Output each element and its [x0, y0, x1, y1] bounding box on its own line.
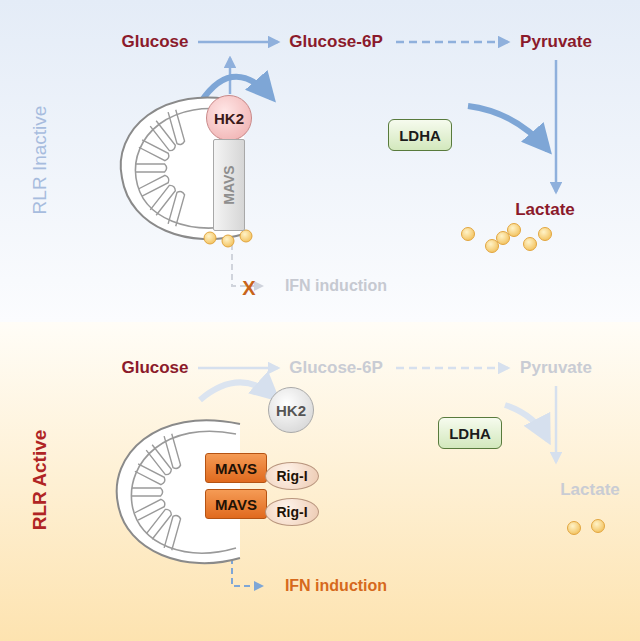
catalysis-arrow [468, 106, 548, 150]
active-panel [0, 322, 640, 641]
flow-arrow [198, 367, 278, 370]
catalysis-arrow [505, 405, 548, 440]
metabolite-label: Glucose-6P [289, 358, 383, 378]
metabolite-label: Glucose [121, 358, 188, 378]
mitochondrion [121, 97, 244, 239]
metabolite-label: Glucose [121, 32, 188, 52]
flow-arrow [396, 41, 508, 44]
ifn-label: IFN induction [285, 277, 387, 295]
flow-arrow [396, 367, 508, 370]
flow-arrow [198, 41, 278, 44]
rigi-ellipse: Rig-I [265, 462, 319, 490]
state-label: RLR Inactive [29, 106, 51, 215]
node-label: HK2 [276, 402, 306, 419]
ifn-label: IFN induction [285, 577, 387, 595]
hk2-circle: HK2 [268, 387, 314, 433]
state-label: RLR Active [29, 430, 51, 531]
hk2-circle: HK2 [206, 95, 252, 141]
rigi-ellipse: Rig-I [265, 498, 319, 526]
mavs-box: MAVS [205, 453, 267, 483]
node-label: HK2 [214, 110, 244, 127]
block-mark: X [242, 277, 255, 300]
flow-arrow [555, 386, 558, 462]
inactive-panel [0, 0, 640, 322]
ldha-box: LDHA [388, 119, 452, 151]
catalysis-arrow [200, 382, 276, 400]
ldha-box: LDHA [438, 417, 502, 449]
mavs-box: MAVS [213, 139, 245, 231]
metabolite-label: Lactate [515, 200, 575, 220]
node-label: Rig-I [276, 504, 307, 520]
node-label: MAVS [215, 496, 257, 513]
flow-arrow [555, 60, 558, 192]
metabolite-label: Pyruvate [520, 32, 592, 52]
metabolite-label: Pyruvate [520, 358, 592, 378]
metabolite-label: Glucose-6P [289, 32, 383, 52]
lactate-dots [204, 224, 605, 535]
metabolite-label: Lactate [560, 480, 620, 500]
node-label: MAVS [221, 165, 237, 204]
mavs-box: MAVS [205, 489, 267, 519]
node-label: Rig-I [276, 468, 307, 484]
node-label: MAVS [215, 460, 257, 477]
node-label: LDHA [399, 127, 441, 144]
node-label: LDHA [449, 425, 491, 442]
